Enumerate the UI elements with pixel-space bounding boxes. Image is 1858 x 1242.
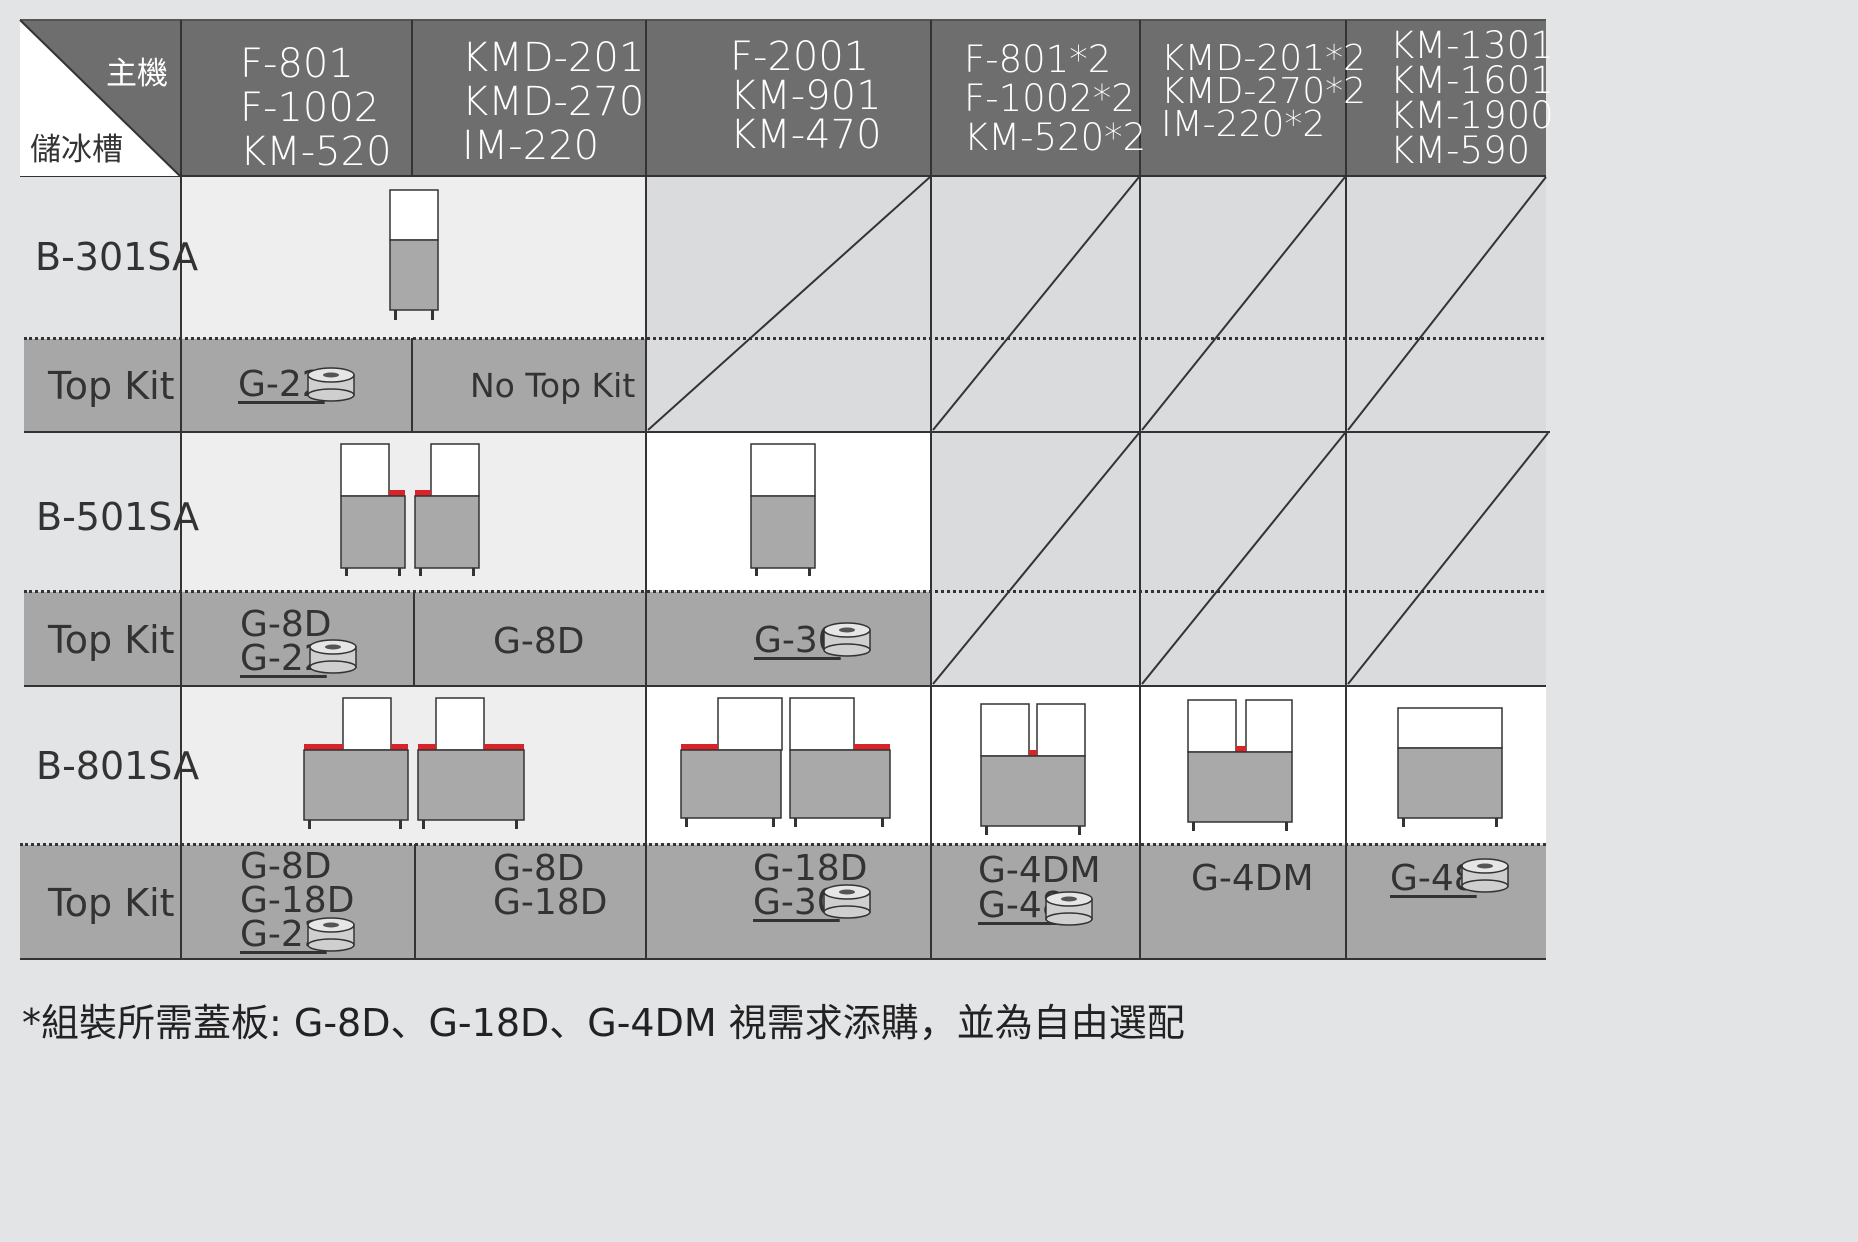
b301-empty-region bbox=[646, 176, 1546, 432]
kit-g4dm-text: G-4DM bbox=[978, 850, 1101, 891]
header-col-3: F-2001 KM-901 KM-470 bbox=[730, 34, 882, 158]
header-model: KM-1301 bbox=[1390, 24, 1554, 67]
topkit-label: Top Kit bbox=[48, 881, 175, 925]
header-model: KM-1601 bbox=[1390, 59, 1554, 102]
kit-g4dm-text: G-4DM bbox=[1191, 858, 1314, 899]
header-col-4: F-801*2 F-1002*2 KM-520*2 bbox=[964, 40, 1146, 157]
b301sa-unit-illustration bbox=[389, 189, 439, 320]
header-model: KM-901 bbox=[730, 73, 882, 119]
gasket-roll-icon bbox=[307, 367, 355, 402]
header-model: IM-220 bbox=[462, 123, 600, 169]
header-model: IM-220*2 bbox=[1161, 104, 1326, 145]
header-model: KM-590 bbox=[1390, 129, 1531, 172]
topkit-label: Top Kit bbox=[48, 364, 175, 408]
gasket-roll-icon bbox=[823, 884, 871, 919]
kit-g8d-text: G-8D bbox=[493, 848, 585, 889]
footnote: *組裝所需蓋板: G-8D、G-18D、G-4DM 視需求添購，並為自由選配 bbox=[22, 1001, 1185, 1045]
header-model: F-801 bbox=[240, 41, 354, 87]
bin-b801sa-label: B-801SA bbox=[36, 744, 200, 788]
b801sa-unit-illustration-4 bbox=[980, 703, 1086, 835]
b501-image-cell-1 bbox=[182, 432, 645, 590]
header-model: KMD-270*2 bbox=[1161, 71, 1366, 112]
kit-g18d-text: G-18D bbox=[240, 880, 355, 921]
b801-image-cell-1 bbox=[182, 686, 645, 843]
b501sa-unit-illustration bbox=[750, 443, 816, 576]
gasket-roll-icon bbox=[309, 639, 357, 674]
bin-b501sa-label: B-501SA bbox=[36, 495, 200, 539]
header-model: KM-520*2 bbox=[964, 116, 1147, 159]
corner-host-label: 主機 bbox=[106, 56, 168, 92]
header-model: KMD-201*2 bbox=[1161, 38, 1366, 79]
header-col-5: KMD-201*2 KMD-270*2 IM-220*2 bbox=[1161, 38, 1366, 145]
corner-bin-label: 儲冰槽 bbox=[30, 132, 123, 168]
header-model: KM-520 bbox=[240, 129, 392, 175]
no-top-kit-text: No Top Kit bbox=[470, 366, 636, 405]
bin-b301sa-label: B-301SA bbox=[35, 235, 199, 279]
header-model: F-1002 bbox=[240, 85, 380, 131]
kit-g18d-text: G-18D bbox=[493, 882, 608, 923]
gasket-roll-icon bbox=[307, 917, 355, 952]
b501sa-twin-illustration bbox=[340, 443, 480, 576]
b501-empty-region bbox=[931, 432, 1546, 685]
kit-g8d-text: G-8D bbox=[240, 604, 332, 645]
header-model: KM-470 bbox=[730, 112, 882, 158]
header-model: KMD-201 bbox=[462, 35, 645, 81]
header-col-6: KM-1301 KM-1601 KM-1900 KM-590 bbox=[1390, 24, 1554, 172]
header-model: KM-1900 bbox=[1390, 94, 1554, 137]
b501-topkit-row bbox=[24, 592, 930, 685]
b801sa-twin-illustration-1 bbox=[303, 697, 525, 829]
kit-g18d-text: G-18D bbox=[753, 848, 868, 889]
b801sa-unit-illustration-5 bbox=[1187, 699, 1293, 831]
gasket-roll-icon bbox=[1461, 858, 1509, 893]
b801-topkit-row bbox=[20, 845, 1546, 959]
gasket-roll-icon bbox=[823, 622, 871, 657]
kit-g8d-text: G-8D bbox=[493, 621, 585, 662]
header-model: KMD-270 bbox=[462, 79, 645, 125]
header-row bbox=[20, 20, 1546, 176]
gasket-roll-icon bbox=[1045, 891, 1093, 926]
b801sa-unit-illustration-6 bbox=[1397, 707, 1503, 827]
b801sa-twin-illustration-2 bbox=[680, 697, 891, 827]
topkit-label: Top Kit bbox=[48, 618, 175, 662]
corner-diagonal bbox=[19, 19, 181, 177]
header-model: F-2001 bbox=[730, 34, 870, 80]
header-model: F-1002*2 bbox=[964, 77, 1135, 120]
header-model: F-801*2 bbox=[964, 38, 1112, 81]
header-col-2: KMD-201 KMD-270 IM-220 bbox=[462, 36, 644, 168]
header-col-1: F-801 F-1002 KM-520 bbox=[240, 42, 392, 174]
kit-g8d-text: G-8D bbox=[240, 846, 332, 887]
